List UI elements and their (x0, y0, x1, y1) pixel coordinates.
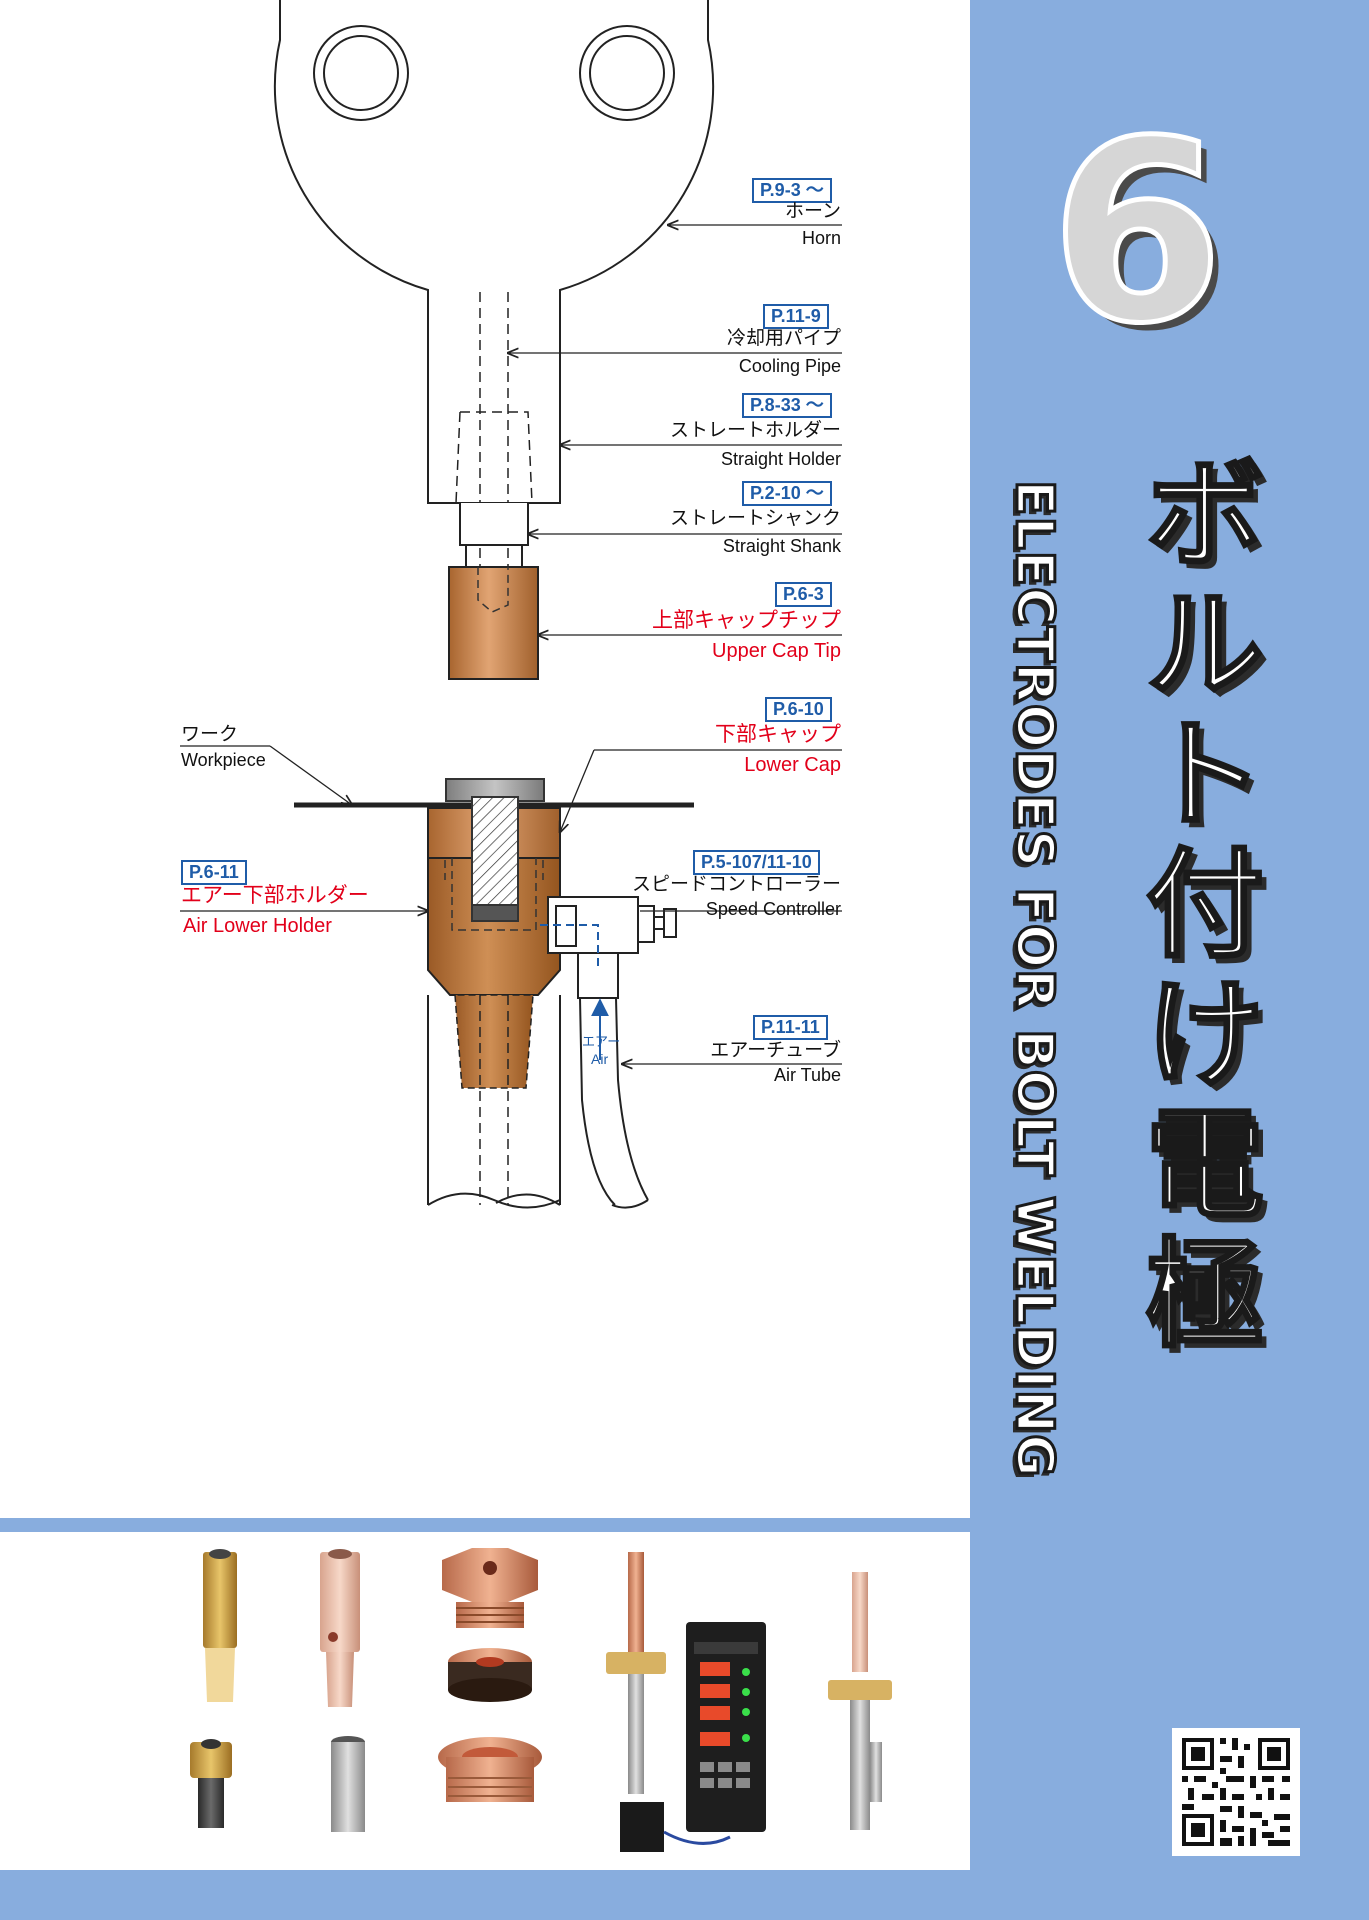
label-lower-cap-en: Lower Cap (744, 754, 841, 776)
ref-badge-straight-shank[interactable]: P.2-10 ～ (742, 481, 832, 506)
lower-holder-outline (427, 995, 561, 1205)
label-lower-cap-jp: 下部キャップ (715, 723, 841, 746)
photo-speed-controller-unit (686, 1622, 766, 1832)
ref-badge-air-lower-holder[interactable]: P.6-11 (181, 860, 247, 885)
ref-badge-horn[interactable]: P.9-3 ～ (752, 178, 832, 203)
photo-lower-cap-hex (442, 1548, 538, 1628)
straight-shank-outline (459, 503, 529, 546)
ref-badge-cooling-pipe[interactable]: P.11-9 (763, 304, 829, 329)
photo-air-holder-assembly (606, 1552, 731, 1852)
label-cooling-pipe-jp: 冷却用パイプ (726, 328, 841, 349)
label-straight-holder-jp: ストレートホルダー (669, 420, 841, 441)
ref-badge-lower-cap[interactable]: P.6-10 (765, 697, 832, 722)
chapter-side-band (970, 0, 1369, 1920)
ref-badge-upper-cap-tip[interactable]: P.6-3 (775, 582, 832, 607)
photo-small-brass-holder (190, 1739, 232, 1828)
label-cooling-pipe-en: Cooling Pipe (738, 356, 841, 376)
label-speed-controller-jp: スピードコントローラー (631, 874, 841, 895)
ref-badge-speed-controller[interactable]: P.5-107/11-10 (693, 850, 820, 875)
horn-outline (273, 0, 715, 504)
label-upper-cap-tip-en: Upper Cap Tip (712, 640, 841, 662)
air-flow-path (540, 924, 599, 970)
air-lower-holder (427, 857, 561, 996)
product-photo-strip (190, 1548, 892, 1852)
label-workpiece-en: Workpiece (181, 750, 266, 770)
label-speed-controller-en: Speed Controller (705, 899, 841, 919)
photo-steel-sleeve (331, 1736, 365, 1832)
label-horn-en: Horn (801, 228, 841, 248)
photo-brass-cap-tip (203, 1549, 237, 1702)
photo-electrode-assembly (828, 1572, 892, 1830)
photo-copper-cap-tip (320, 1549, 360, 1707)
label-air-tube-en: Air Tube (773, 1065, 841, 1085)
label-air-tube-jp: エアーチューブ (710, 1040, 841, 1061)
qr-code[interactable] (1172, 1728, 1300, 1856)
upper-cap-tip (448, 566, 539, 680)
label-straight-holder-en: Straight Holder (720, 449, 841, 469)
photo-lower-cap-ring (448, 1648, 532, 1702)
horn-bolt-hole-left (313, 25, 409, 121)
label-air-en: Air (591, 1051, 609, 1067)
label-air-jp: エアー (582, 1034, 621, 1049)
label-straight-shank-en: Straight Shank (722, 536, 841, 556)
label-horn-jp: ホーン (784, 201, 841, 222)
photo-lower-cap-round (438, 1737, 542, 1802)
label-straight-shank-jp: ストレートシャンク (669, 508, 841, 529)
chapter-number: 6 (1048, 87, 1227, 378)
label-workpiece-jp: ワーク (181, 724, 239, 745)
label-air-lower-holder-en: Air Lower Holder (183, 915, 332, 937)
label-upper-cap-tip-jp: 上部キャップチップ (652, 609, 841, 632)
horn-bolt-hole-right (579, 25, 675, 121)
label-air-lower-holder-jp: エアー下部ホルダー (181, 884, 369, 907)
ref-badge-air-tube[interactable]: P.11-11 (753, 1015, 828, 1040)
ref-badge-straight-holder[interactable]: P.8-33 ～ (742, 393, 832, 418)
bolt-shank (471, 796, 519, 906)
chapter-title-en: ELECTRODES FOR BOLT WELDING (1003, 479, 1066, 1480)
section-divider-strip (0, 1518, 970, 1532)
footer-bar (0, 1870, 1369, 1920)
electrode-assembly-diagram (180, 0, 842, 1209)
chapter-title-jp: ボルト付け電極 (1144, 446, 1265, 1364)
lower-taper-shank (454, 994, 534, 1089)
air-tube (579, 997, 649, 1206)
